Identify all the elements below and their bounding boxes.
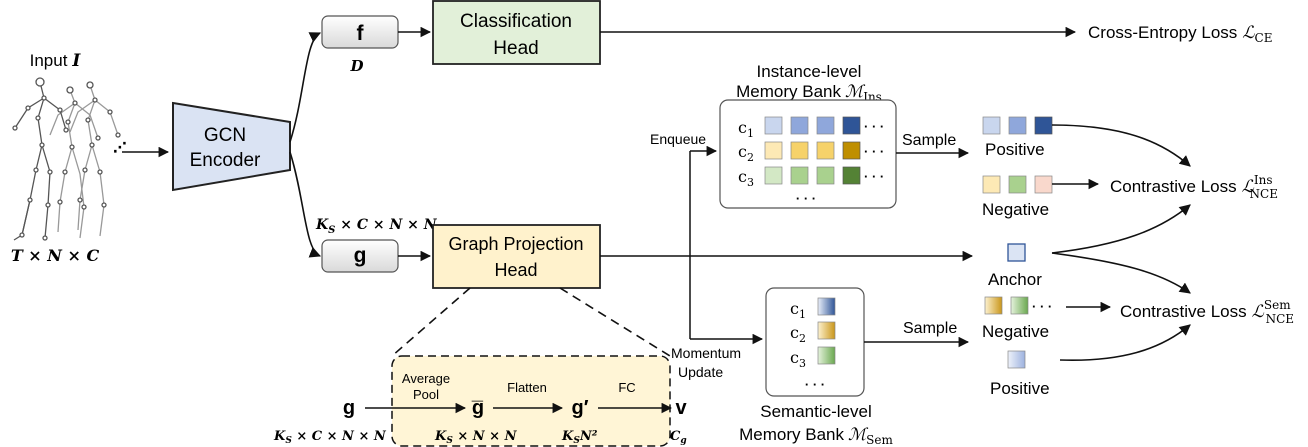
instance-bank-row-2: c2 · · · xyxy=(738,141,884,164)
ins-cell xyxy=(764,141,783,160)
instance-bank-title1: Instance-level xyxy=(757,62,862,81)
neg-sem-cell xyxy=(1010,296,1029,315)
momentum-label-2: Update xyxy=(678,364,723,380)
gph-line2: Head xyxy=(494,260,537,280)
f-label: f xyxy=(357,22,365,45)
flatten-label: Flatten xyxy=(507,380,547,395)
instance-bank-row-1: c1 · · · xyxy=(738,116,884,140)
positive-top-group: Positive xyxy=(982,116,1053,159)
positive-top-label: Positive xyxy=(985,140,1045,159)
ins-cell xyxy=(842,166,861,185)
sem-cell xyxy=(817,346,836,365)
fc-label: FC xyxy=(618,380,635,395)
input-dims: T × N × C xyxy=(11,246,100,265)
graph-projection-head-block xyxy=(432,224,601,289)
ins-cell xyxy=(816,166,835,185)
skeleton-sequence-icon xyxy=(12,77,121,241)
detail-g-input: g xyxy=(343,397,355,419)
ins-cell xyxy=(842,141,861,160)
arrow-pos-ins xyxy=(1051,124,1191,167)
sem-row-label-2: c2 xyxy=(790,323,806,345)
anchor-label: Anchor xyxy=(988,270,1042,289)
encoder-line2: Encoder xyxy=(190,150,261,171)
g-dim: KS × C × N × N xyxy=(315,217,438,236)
semantic-bank-title1: Semantic-level xyxy=(760,402,872,421)
detail-g-bar: g̅ xyxy=(472,397,485,419)
neg-sem-cell xyxy=(984,296,1003,315)
ins-cell xyxy=(816,141,835,160)
arrow-anchor-sem xyxy=(1051,252,1191,294)
graph-projection-detail-box xyxy=(391,355,671,447)
avgpool-label-1: Average xyxy=(402,371,450,386)
ins-cell xyxy=(790,141,809,160)
ins-row-label-1: c1 xyxy=(738,118,754,140)
detail-cg-dim: Cg xyxy=(670,429,687,446)
neg-sem-dots: · · · xyxy=(1032,299,1052,314)
sem-cell xyxy=(817,297,836,316)
ins-row-label-2: c2 xyxy=(738,142,754,164)
sample-top-label: Sample xyxy=(902,132,956,149)
neg-cell xyxy=(1034,175,1053,194)
detail-connector-right xyxy=(559,287,671,357)
pos-cell xyxy=(982,116,1001,135)
sem-row-label-3: c3 xyxy=(790,348,806,370)
arrow-anchor-ins xyxy=(1051,204,1191,254)
neg-cell xyxy=(982,175,1001,194)
sem-bank-vdots: · · · xyxy=(805,377,825,392)
detail-g-prime: g′ xyxy=(571,397,588,419)
sem-row-label-1: c1 xyxy=(790,299,806,321)
gcn-encoder-block xyxy=(172,101,291,192)
detail-g-dim: KS × C × N × N xyxy=(273,429,387,446)
skeleton-ellipsis: ⋰ xyxy=(113,139,127,155)
encoder-line1: GCN xyxy=(204,125,246,146)
negative-bottom-group: · · · Negative xyxy=(982,296,1052,341)
cls-line2: Head xyxy=(493,38,538,59)
detail-connector-left xyxy=(391,287,471,357)
ins-cell xyxy=(842,116,861,135)
cls-line1: Classification xyxy=(460,11,572,32)
instance-bank-row-3: c3 · · · xyxy=(738,166,884,189)
arrow-encoder-g xyxy=(289,151,322,258)
positive-bottom-label: Positive xyxy=(990,379,1050,398)
detail-g-bar-dim: KS × N × N xyxy=(434,429,518,446)
ins-cell xyxy=(764,116,783,135)
arrow-encoder-f xyxy=(289,32,322,143)
ins-cell xyxy=(790,166,809,185)
detail-v-output: v xyxy=(675,397,687,419)
avgpool-label-2: Pool xyxy=(413,387,439,402)
momentum-label-1: Momentum xyxy=(671,345,741,361)
f-dim: D xyxy=(349,57,363,75)
ins-row-dots: · · · xyxy=(864,144,884,159)
ins-row-label-3: c3 xyxy=(738,167,754,189)
sample-bottom-label: Sample xyxy=(903,320,957,337)
detail-g-prime-dim: KSN² xyxy=(561,429,598,446)
gph-line1: Graph Projection xyxy=(448,234,583,254)
ins-row-dots: · · · xyxy=(864,119,884,134)
ins-bank-vdots: · · · xyxy=(796,191,816,206)
ins-cell xyxy=(790,116,809,135)
pos-cell xyxy=(1008,116,1027,135)
ins-cell xyxy=(764,166,783,185)
negative-bottom-label: Negative xyxy=(982,322,1049,341)
ins-cell xyxy=(816,116,835,135)
semantic-bank-rows: c1 c2 c3 · · · xyxy=(790,297,836,392)
arrow-pos-sem xyxy=(1059,324,1191,362)
ins-row-dots: · · · xyxy=(864,169,884,184)
negative-top-group: Negative xyxy=(982,175,1053,219)
sem-cell xyxy=(817,321,836,340)
neg-cell xyxy=(1008,175,1027,194)
negative-top-label: Negative xyxy=(982,200,1049,219)
pos-sem-cell xyxy=(1007,350,1026,369)
enqueue-label: Enqueue xyxy=(650,131,706,147)
g-label: g xyxy=(354,244,367,267)
pos-cell xyxy=(1034,116,1053,135)
anchor-cell xyxy=(1007,243,1026,262)
